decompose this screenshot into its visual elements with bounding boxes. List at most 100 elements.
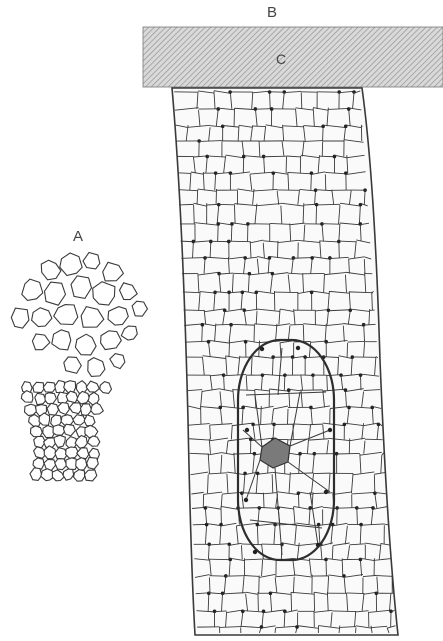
cluster-cell bbox=[54, 305, 78, 325]
cell-node-dot bbox=[257, 506, 261, 510]
cluster-cell bbox=[61, 415, 74, 426]
cell-wall bbox=[291, 592, 292, 611]
cell-cluster-a bbox=[11, 253, 147, 482]
oval-node-dot bbox=[245, 428, 249, 432]
cluster-cell bbox=[41, 260, 61, 280]
cell-node-dot bbox=[355, 506, 359, 510]
label-a: A bbox=[73, 228, 83, 245]
cluster-cell bbox=[120, 283, 138, 300]
cluster-cell bbox=[81, 404, 92, 416]
cluster-cell bbox=[132, 301, 147, 316]
cell-node-dot bbox=[227, 291, 231, 295]
oval-node-dot bbox=[244, 498, 248, 502]
cell-node-dot bbox=[222, 373, 226, 377]
cell-node-dot bbox=[203, 256, 207, 260]
cell-wall bbox=[316, 205, 317, 224]
cell-node-dot bbox=[347, 107, 351, 111]
cell-node-dot bbox=[192, 240, 196, 244]
cell-node-dot bbox=[242, 155, 246, 159]
cluster-cell bbox=[54, 435, 65, 447]
cell-wall bbox=[275, 628, 276, 633]
cell-wall bbox=[216, 324, 231, 325]
cluster-cell bbox=[60, 253, 82, 276]
cell-node-dot bbox=[303, 355, 307, 359]
cluster-cell bbox=[85, 470, 97, 481]
cluster-cell bbox=[64, 381, 76, 393]
cluster-cell bbox=[75, 334, 96, 355]
oval-node-dot bbox=[324, 490, 328, 494]
cluster-cell bbox=[52, 470, 64, 481]
cell-wall bbox=[179, 204, 194, 205]
label-c: C bbox=[276, 51, 286, 67]
cell-wall bbox=[263, 493, 264, 508]
cell-node-dot bbox=[370, 406, 374, 410]
hatched-band bbox=[143, 27, 443, 87]
cluster-cell bbox=[51, 415, 62, 426]
cluster-cell bbox=[73, 415, 86, 426]
cluster-cell bbox=[69, 403, 81, 414]
cluster-cell bbox=[84, 415, 95, 426]
cluster-cell bbox=[85, 425, 98, 437]
cell-wall bbox=[202, 325, 203, 341]
cell-node-dot bbox=[251, 423, 255, 427]
cell-node-dot bbox=[287, 388, 291, 392]
cell-wall bbox=[365, 439, 383, 440]
cell-wall bbox=[317, 204, 340, 205]
cell-node-dot bbox=[282, 90, 286, 94]
cell-node-dot bbox=[328, 256, 332, 260]
cluster-cell bbox=[43, 382, 56, 392]
cell-wall bbox=[327, 375, 328, 390]
cluster-cell bbox=[21, 391, 33, 403]
cell-wall bbox=[303, 325, 304, 342]
cluster-cell bbox=[32, 334, 50, 350]
cluster-cell bbox=[30, 468, 42, 481]
cluster-cell bbox=[35, 393, 46, 404]
cell-wall bbox=[270, 93, 271, 109]
cluster-cell bbox=[32, 308, 52, 327]
cell-wall bbox=[261, 406, 262, 424]
cluster-cell bbox=[44, 446, 56, 459]
cell-wall bbox=[311, 172, 312, 190]
cell-node-dot bbox=[241, 609, 245, 613]
cluster-cell bbox=[64, 357, 82, 373]
cell-wall bbox=[253, 126, 266, 127]
tissue-column bbox=[172, 88, 398, 635]
cluster-cell bbox=[55, 459, 67, 470]
cluster-cell bbox=[83, 253, 100, 269]
cluster-cell bbox=[58, 403, 70, 415]
cell-wall bbox=[210, 559, 231, 560]
cell-wall bbox=[255, 109, 271, 110]
cell-node-dot bbox=[243, 256, 247, 260]
cell-wall bbox=[339, 241, 340, 258]
cell-node-dot bbox=[243, 308, 247, 312]
cell-wall bbox=[372, 292, 373, 310]
cluster-cell bbox=[47, 403, 59, 415]
cluster-cell bbox=[31, 426, 43, 437]
cell-node-dot bbox=[358, 222, 362, 226]
cluster-cell bbox=[45, 393, 56, 405]
cluster-cell bbox=[53, 425, 65, 435]
cell-node-dot bbox=[213, 291, 217, 295]
cell-wall bbox=[178, 173, 191, 174]
cluster-cell bbox=[25, 404, 37, 415]
cluster-cell bbox=[101, 331, 122, 350]
oval-node-dot bbox=[296, 346, 300, 350]
cluster-cell bbox=[22, 279, 43, 300]
cluster-cell bbox=[121, 326, 137, 340]
cluster-cell bbox=[88, 358, 105, 377]
cell-wall bbox=[357, 508, 358, 524]
cluster-cell bbox=[74, 470, 85, 482]
cluster-cell bbox=[64, 424, 76, 436]
cell-wall bbox=[229, 340, 230, 357]
cell-node-dot bbox=[227, 543, 231, 547]
cell-wall bbox=[319, 156, 334, 157]
cluster-cell bbox=[93, 282, 115, 305]
cluster-cell bbox=[11, 308, 29, 328]
cell-wall bbox=[301, 93, 302, 109]
cluster-cell bbox=[33, 382, 44, 392]
cell-wall bbox=[209, 577, 210, 593]
cell-node-dot bbox=[298, 452, 302, 456]
cell-node-dot bbox=[221, 591, 225, 595]
cluster-cell bbox=[81, 307, 104, 328]
